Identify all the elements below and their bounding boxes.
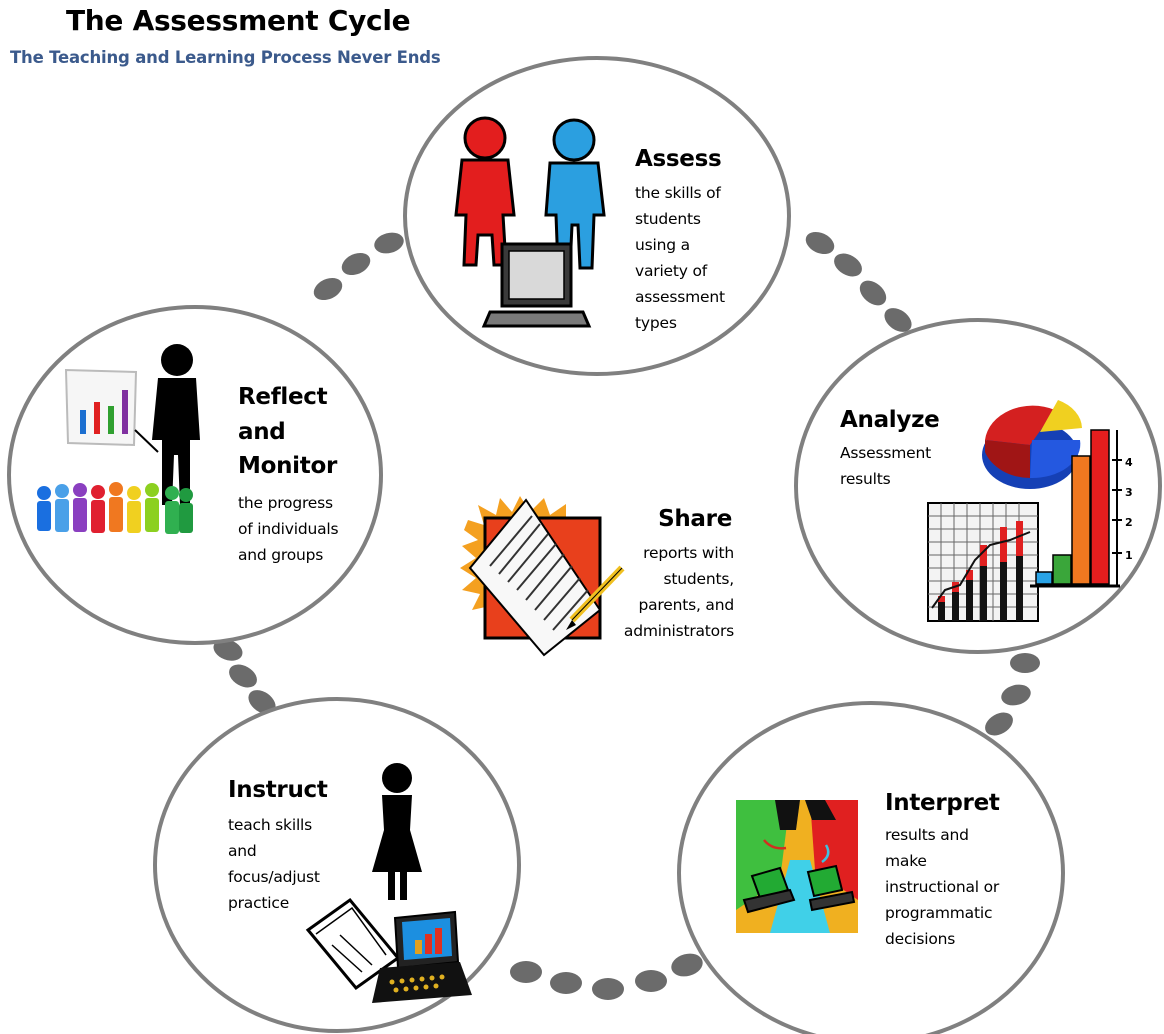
analyze-title: Analyze (840, 407, 940, 433)
connector-dots (213, 231, 1040, 1000)
decision-laptops-icon (736, 800, 858, 933)
reflect-description: the progress of individuals and groups (238, 494, 339, 565)
chart-tick-4: 4 (1125, 456, 1133, 469)
page-subtitle: The Teaching and Learning Process Never … (10, 48, 441, 67)
pie-chart-icon (982, 400, 1082, 489)
interpret-title: Interpret (885, 790, 1000, 816)
report-sheet-icon (460, 496, 625, 657)
presenter-with-chart-icon (64, 344, 200, 505)
chart-tick-1: 1 (1125, 549, 1133, 562)
bar-chart-icon: 4 3 2 1 (927, 429, 1133, 622)
analyze-description: Assessment results (840, 444, 931, 489)
chart-tick-2: 2 (1125, 516, 1133, 529)
notebook-and-laptop-icon (305, 897, 472, 1003)
interpret-circle (677, 701, 1065, 1034)
assess-description: the skills of students using a variety o… (635, 184, 725, 333)
teacher-icon (372, 763, 422, 900)
assess-title: Assess (635, 146, 722, 172)
page-title: The Assessment Cycle (66, 4, 411, 37)
chart-tick-3: 3 (1125, 486, 1133, 499)
group-of-people-icon (37, 482, 193, 534)
share-title: Share (658, 506, 732, 532)
interpret-description: results and make instructional or progra… (885, 826, 1000, 949)
reflect-title: Reflect and Monitor (238, 384, 337, 479)
instruct-description: teach skills and focus/adjust practice (228, 816, 320, 913)
instruct-title: Instruct (228, 777, 328, 803)
share-description: reports with students, parents, and admi… (623, 544, 734, 641)
students-with-laptop-icon (454, 116, 606, 328)
